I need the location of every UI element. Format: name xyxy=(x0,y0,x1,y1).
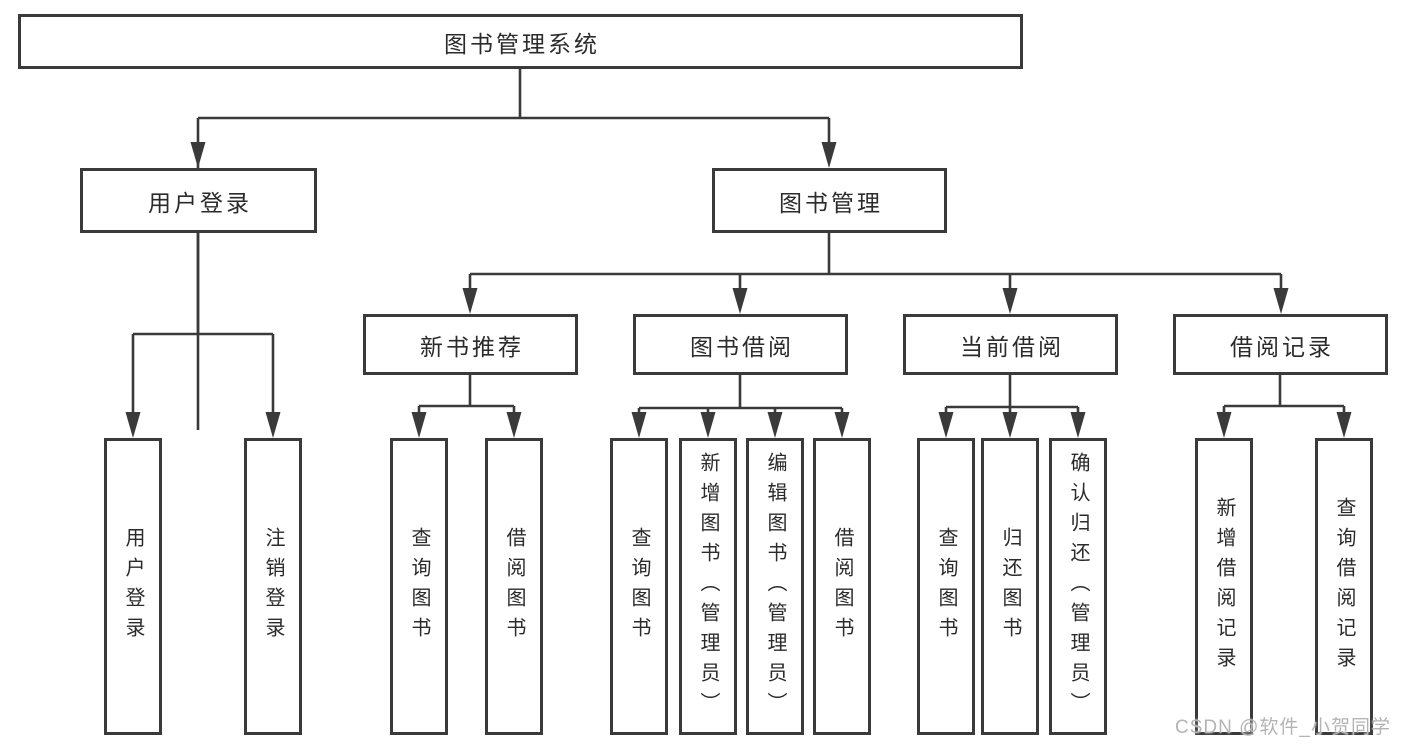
node-label: 图书管理 xyxy=(779,189,883,216)
node-label: 新增图书（管理员） xyxy=(697,451,719,722)
arrow-head xyxy=(462,288,478,314)
node-label: 用户登录 xyxy=(148,189,252,216)
leaf-add-book-admin: 新增图书（管理员） xyxy=(679,438,737,735)
connector-book-management-children xyxy=(462,233,1289,314)
leaf-user-login: 用户登录 xyxy=(104,438,162,735)
connector-borrowing-records-children xyxy=(1216,375,1352,438)
arrow-head xyxy=(125,412,141,438)
arrow-head xyxy=(700,412,716,438)
leaf-add-borrow-record: 新增借阅记录 xyxy=(1195,438,1253,735)
node-label: 借阅记录 xyxy=(1230,333,1334,360)
leaf-logout: 注销登录 xyxy=(244,438,302,735)
connector-current-borrowing-children xyxy=(938,375,1086,438)
connector-book-borrowing-children xyxy=(631,375,850,438)
connector-line xyxy=(468,233,1283,306)
node-label: 图书管理系统 xyxy=(444,30,600,57)
connector-line xyxy=(417,375,516,430)
arrow-head xyxy=(767,412,783,438)
node-label: 借阅图书 xyxy=(831,526,853,647)
arrow-head xyxy=(411,412,427,438)
arrow-head xyxy=(1002,412,1018,438)
node-user-login: 用户登录 xyxy=(80,168,317,233)
node-label: 查询借阅记录 xyxy=(1333,496,1355,677)
arrow-head xyxy=(1336,412,1352,438)
arrow-head xyxy=(732,288,748,314)
csdn-watermark: CSDN @软件_小贺同学 xyxy=(1175,717,1391,738)
node-label: 注销登录 xyxy=(262,526,284,647)
arrow-head xyxy=(834,412,850,438)
leaf-confirm-return-admin: 确认归还（管理员） xyxy=(1049,438,1107,735)
arrow-head xyxy=(821,142,837,168)
node-label: 归还图书 xyxy=(999,526,1021,647)
node-label: 查询图书 xyxy=(408,526,430,647)
node-borrowing-records: 借阅记录 xyxy=(1173,314,1388,375)
node-label: 当前借阅 xyxy=(960,333,1064,360)
arrow-head xyxy=(1070,412,1086,438)
node-new-book-recommendation: 新书推荐 xyxy=(363,314,578,375)
connector-line xyxy=(1222,375,1346,430)
leaf-query-books: 查询图书 xyxy=(390,438,448,735)
leaf-query-books: 查询图书 xyxy=(610,438,668,735)
leaf-query-borrow-record: 查询借阅记录 xyxy=(1315,438,1373,735)
connector-root-to-level2 xyxy=(190,68,837,430)
node-label: 用户登录 xyxy=(122,526,144,647)
node-book-borrowing: 图书借阅 xyxy=(633,314,848,375)
connector-line xyxy=(131,233,275,430)
node-label: 查询图书 xyxy=(628,526,650,647)
leaf-return-book: 归还图书 xyxy=(981,438,1039,735)
leaf-edit-book-admin: 编辑图书（管理员） xyxy=(746,438,804,735)
node-label: 借阅图书 xyxy=(503,526,525,647)
leaf-borrow-books: 借阅图书 xyxy=(485,438,543,735)
node-book-management: 图书管理 xyxy=(712,168,947,233)
node-label: 新增借阅记录 xyxy=(1213,496,1235,677)
node-label: 编辑图书（管理员） xyxy=(764,451,786,722)
arrow-head xyxy=(631,412,647,438)
arrow-head xyxy=(506,412,522,438)
node-label: 图书借阅 xyxy=(690,333,794,360)
arrow-head xyxy=(1216,412,1232,438)
leaf-borrow-books: 借阅图书 xyxy=(813,438,871,735)
arrow-head xyxy=(938,412,954,438)
node-library-management-system: 图书管理系统 xyxy=(18,14,1023,69)
node-label: 确认归还（管理员） xyxy=(1067,451,1089,722)
arrow-head xyxy=(190,142,206,168)
connector-new-book-children xyxy=(411,375,522,438)
arrow-head xyxy=(1002,288,1018,314)
arrow-head xyxy=(1273,288,1289,314)
connector-line xyxy=(637,375,844,430)
node-label: 新书推荐 xyxy=(420,333,524,360)
connector-user-login-children xyxy=(125,233,281,438)
arrow-head xyxy=(265,412,281,438)
connector-line xyxy=(196,68,831,430)
node-current-borrowing: 当前借阅 xyxy=(903,314,1118,375)
leaf-query-books: 查询图书 xyxy=(917,438,975,735)
node-label: 查询图书 xyxy=(935,526,957,647)
